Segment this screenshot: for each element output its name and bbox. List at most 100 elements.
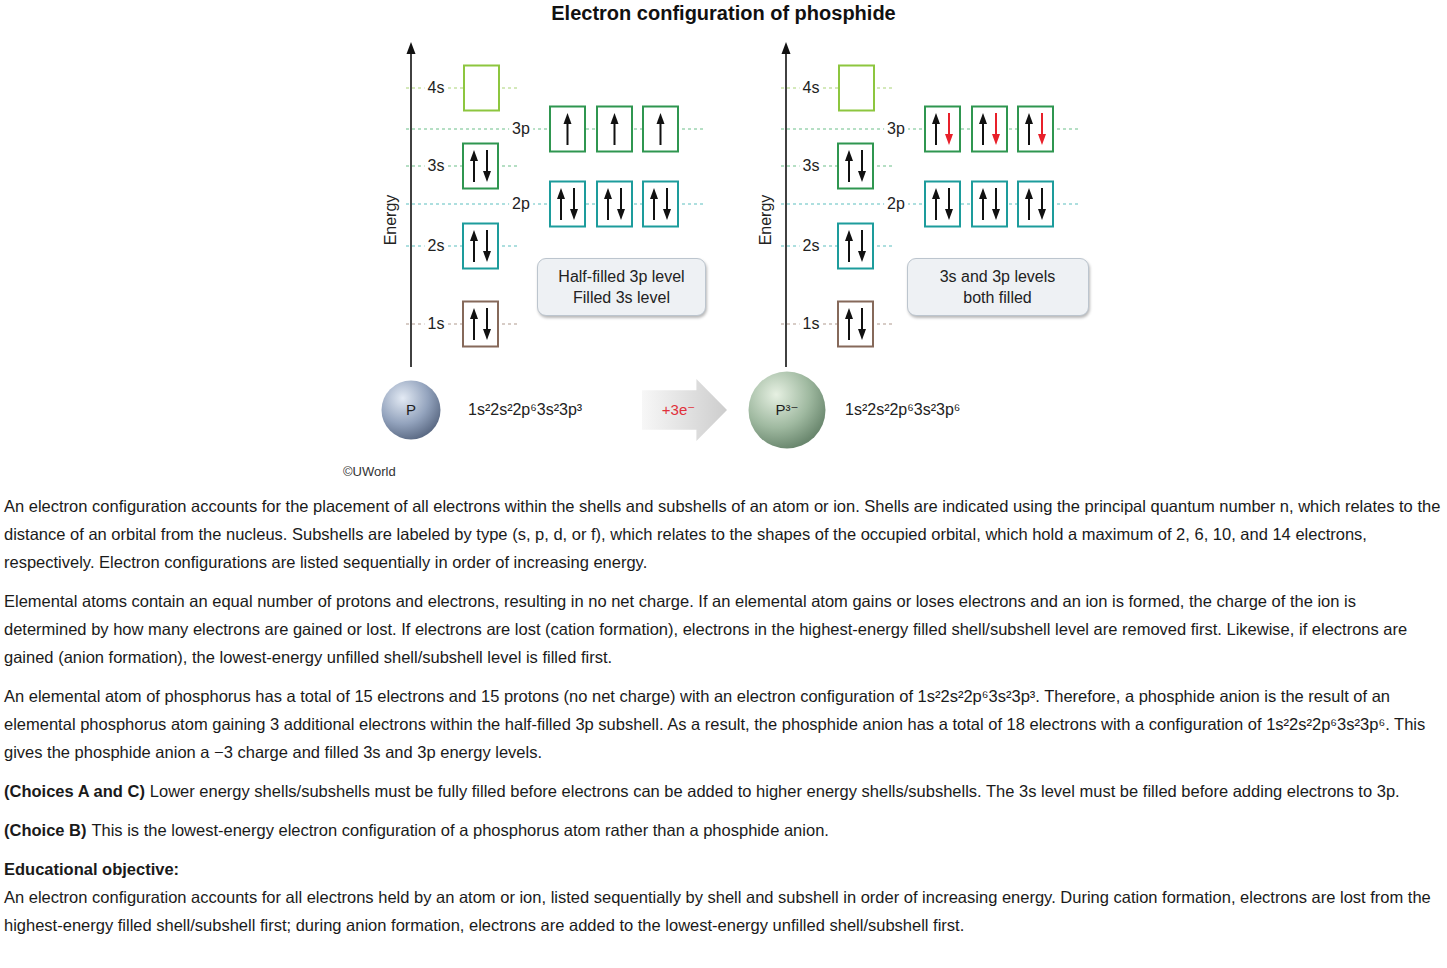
atom-symbol: P³⁻ xyxy=(776,401,799,419)
paragraph: An electron configuration accounts for t… xyxy=(4,492,1443,576)
diagram-title: Electron configuration of phosphide xyxy=(0,1,1447,25)
sphere-body xyxy=(749,372,826,449)
spin-arrowhead xyxy=(570,209,578,220)
spin-arrowhead xyxy=(663,209,671,220)
spin-arrowhead xyxy=(483,329,491,340)
spin-down-arrow xyxy=(666,188,668,212)
explanation: An electron configuration accounts for t… xyxy=(4,492,1443,950)
orbital-box xyxy=(1018,107,1053,152)
subshell-label: 1s xyxy=(425,315,448,333)
spin-arrowhead xyxy=(611,113,619,124)
explanation-text: Elemental atoms contain an equal number … xyxy=(4,592,1407,666)
spin-arrowhead xyxy=(979,113,987,124)
subshell-label: 3s xyxy=(425,157,448,175)
orbital-box xyxy=(463,144,498,189)
spin-arrowhead xyxy=(858,171,866,182)
spin-arrowhead xyxy=(564,113,572,124)
spin-down-arrow xyxy=(486,150,488,174)
spin-arrowhead xyxy=(470,150,478,161)
choice-heading: (Choices A and C) xyxy=(4,782,145,800)
orbital-box xyxy=(838,224,873,269)
spin-arrowhead xyxy=(932,113,940,124)
spin-up-arrow xyxy=(848,316,850,340)
spin-up-arrow xyxy=(935,196,937,220)
spin-arrowhead xyxy=(945,134,953,145)
spin-up-arrow xyxy=(848,238,850,262)
spin-arrowhead xyxy=(845,230,853,241)
ion-sphere: P³⁻ xyxy=(748,371,826,449)
spin-down-arrow xyxy=(486,230,488,254)
explanation-text: An electron configuration accounts for a… xyxy=(4,888,1431,934)
subshell-label: 2p xyxy=(884,195,908,213)
spin-down-arrow xyxy=(486,308,488,332)
spin-up-arrow xyxy=(614,121,616,145)
electron-configuration: 1s²2s²2p⁶3s²3p⁶ xyxy=(845,401,960,419)
callout-text: Half-filled 3p level xyxy=(558,266,684,287)
spin-arrowhead xyxy=(557,188,565,199)
callout-text: Filled 3s level xyxy=(573,287,670,308)
spin-arrowhead xyxy=(657,113,665,124)
spin-arrowhead xyxy=(1038,134,1046,145)
orbital-box xyxy=(839,66,874,111)
spin-down-arrow xyxy=(573,188,575,212)
callout-box: 3s and 3p levels both filled xyxy=(907,258,1089,316)
explanation-text: Lower energy shells/subshells must be fu… xyxy=(150,782,1400,800)
energy-diagram xyxy=(781,42,1080,367)
spin-arrowhead xyxy=(992,209,1000,220)
axis-arrowhead xyxy=(782,42,791,54)
sphere-body xyxy=(382,381,441,440)
orbital-box xyxy=(838,144,873,189)
orbital-box xyxy=(464,66,499,111)
subshell-label: 2p xyxy=(509,195,533,213)
spin-arrowhead xyxy=(1038,209,1046,220)
spin-arrowhead xyxy=(1025,188,1033,199)
subshell-label: 1s xyxy=(800,315,823,333)
spin-up-arrow xyxy=(1028,196,1030,220)
energy-axis xyxy=(410,52,412,367)
spin-up-arrow xyxy=(473,316,475,340)
explanation-text: This is the lowest-energy electron confi… xyxy=(91,821,828,839)
spin-down-arrow xyxy=(1041,113,1043,137)
subshell-label: 2s xyxy=(800,237,823,255)
paragraph: An electron configuration accounts for a… xyxy=(4,883,1443,939)
orbital-box xyxy=(550,107,585,152)
orbital-box xyxy=(463,224,498,269)
spin-arrowhead xyxy=(945,209,953,220)
spin-up-arrow xyxy=(607,196,609,220)
paragraph: Educational objective: xyxy=(4,855,1443,883)
spin-up-arrow xyxy=(473,238,475,262)
spin-arrowhead xyxy=(650,188,658,199)
spin-arrowhead xyxy=(979,188,987,199)
paragraph: An elemental atom of phosphorus has a to… xyxy=(4,682,1443,766)
orbital-box xyxy=(597,107,632,152)
choice-heading: (Choice B) xyxy=(4,821,87,839)
orbital-box xyxy=(925,182,960,227)
orbital-box xyxy=(597,182,632,227)
arrow-body xyxy=(642,379,727,441)
spin-arrowhead xyxy=(1025,113,1033,124)
orbital-box xyxy=(643,182,678,227)
energy-diagram xyxy=(406,42,705,367)
spin-arrowhead xyxy=(992,134,1000,145)
spin-down-arrow xyxy=(620,188,622,212)
orbital-box xyxy=(925,107,960,152)
spin-arrowhead xyxy=(483,171,491,182)
spin-arrowhead xyxy=(617,209,625,220)
spin-up-arrow xyxy=(567,121,569,145)
orbital-box xyxy=(972,182,1007,227)
callout-text: 3s and 3p levels both filled xyxy=(923,266,1073,308)
spin-up-arrow xyxy=(982,196,984,220)
orbital-box xyxy=(643,107,678,152)
spin-down-arrow xyxy=(1041,188,1043,212)
paragraph: (Choice B)This is the lowest-energy elec… xyxy=(4,816,1443,844)
spin-up-arrow xyxy=(560,196,562,220)
callout-box: Half-filled 3p levelFilled 3s level xyxy=(537,258,706,316)
subshell-label: 4s xyxy=(425,79,448,97)
spin-up-arrow xyxy=(848,158,850,182)
axis-label: Energy xyxy=(757,195,775,246)
spin-arrowhead xyxy=(845,150,853,161)
orbital-box xyxy=(463,302,498,347)
orbital-box xyxy=(972,107,1007,152)
spin-arrowhead xyxy=(604,188,612,199)
paragraph: Elemental atoms contain an equal number … xyxy=(4,587,1443,671)
